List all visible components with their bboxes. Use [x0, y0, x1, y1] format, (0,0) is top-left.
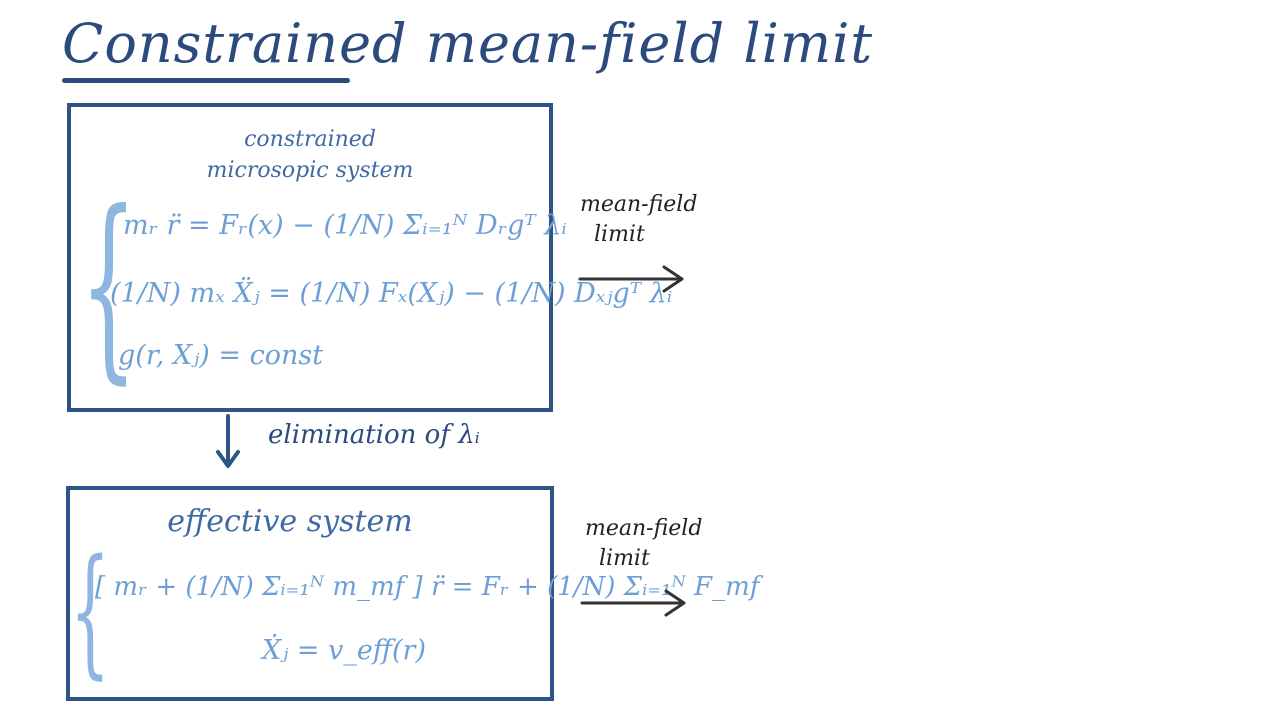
equation-r-motion: mᵣ r̈ = Fᵣ(x) − (1/N) Σᵢ₌₁ᴺ Dᵣgᵀ λᵢ: [123, 210, 567, 241]
effective-system-box: [66, 486, 554, 701]
left-brace-bottom: {: [70, 530, 111, 693]
elimination-label: elimination of λᵢ: [268, 420, 480, 450]
mean-field-word: mean-field: [585, 516, 703, 541]
mean-field-label-top: mean-field limit: [580, 190, 697, 250]
effective-system-heading: effective system: [167, 504, 413, 539]
equation-constraint: g(r, Xⱼ) = const: [118, 340, 324, 371]
right-arrow-icon-top: [578, 265, 684, 293]
left-brace-top: {: [80, 169, 138, 402]
microscopic-system-box: [67, 103, 553, 412]
page-title: Constrained mean-field limit: [62, 12, 874, 75]
equation-effective-x: Ẋⱼ = v_eff(r): [262, 635, 426, 666]
equation-effective-r: [ mᵣ + (1/N) Σᵢ₌₁ᴺ m_mf ] r̈ = Fᵣ + (1/N…: [95, 572, 760, 602]
equation-x-motion: (1/N) mₓ Ẍⱼ = (1/N) Fₓ(Xⱼ) − (1/N) Dₓⱼgᵀ…: [110, 278, 673, 309]
down-arrow-icon: [216, 414, 240, 468]
heading-line-1: constrained: [244, 127, 376, 152]
mean-field-word: mean-field: [580, 192, 698, 217]
microscopic-system-heading: constrained microsopic system: [170, 124, 450, 186]
limit-word: limit: [594, 222, 645, 247]
mean-field-label-bottom: mean-field limit: [585, 514, 702, 574]
title-underline: [62, 78, 350, 83]
limit-word: limit: [599, 546, 650, 571]
heading-line-2: microsopic system: [206, 158, 414, 183]
right-arrow-icon-bottom: [580, 589, 686, 617]
